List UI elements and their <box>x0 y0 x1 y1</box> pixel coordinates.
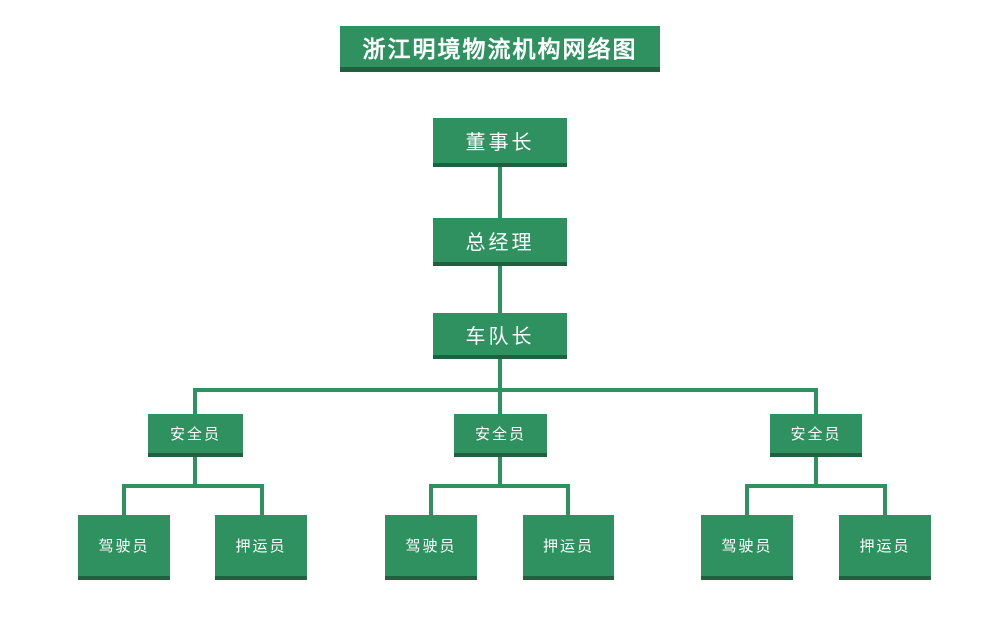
node-fleet-captain: 车队长 <box>433 313 567 359</box>
node-driver-3: 驾驶员 <box>701 515 793 580</box>
connector-drop-driver-1 <box>122 484 126 515</box>
node-escort-1: 押运员 <box>215 515 307 580</box>
connector-drop-driver-3 <box>745 484 749 515</box>
node-escort-2: 押运员 <box>523 515 614 580</box>
connector-stem-group-1 <box>193 457 197 488</box>
chart-title: 浙江明境物流机构网络图 <box>340 26 660 72</box>
connector-drop-safety-1 <box>193 388 197 414</box>
connector-drop-escort-1 <box>260 484 264 515</box>
connector-fleet-stem <box>498 359 502 414</box>
connector-drop-safety-3 <box>814 388 818 414</box>
connector-stem-group-3 <box>814 457 818 488</box>
node-safety-officer-2: 安全员 <box>454 414 547 457</box>
connector-bar-group-3 <box>745 484 887 488</box>
connector-bar-group-1 <box>122 484 264 488</box>
node-driver-1: 驾驶员 <box>78 515 170 580</box>
node-safety-officer-1: 安全员 <box>148 414 243 457</box>
connector-bar-group-2 <box>429 484 570 488</box>
connector-drop-escort-2 <box>566 484 570 515</box>
node-escort-3: 押运员 <box>839 515 931 580</box>
node-driver-2: 驾驶员 <box>385 515 477 580</box>
connector-main-bar <box>193 388 818 392</box>
connector-chairman-gm <box>498 167 502 218</box>
connector-stem-group-2 <box>498 457 502 488</box>
connector-drop-driver-2 <box>429 484 433 515</box>
node-chairman: 董事长 <box>433 118 567 167</box>
connector-gm-fleet <box>498 266 502 313</box>
connector-drop-escort-3 <box>883 484 887 515</box>
node-safety-officer-3: 安全员 <box>770 414 862 457</box>
node-general-manager: 总经理 <box>433 218 567 266</box>
